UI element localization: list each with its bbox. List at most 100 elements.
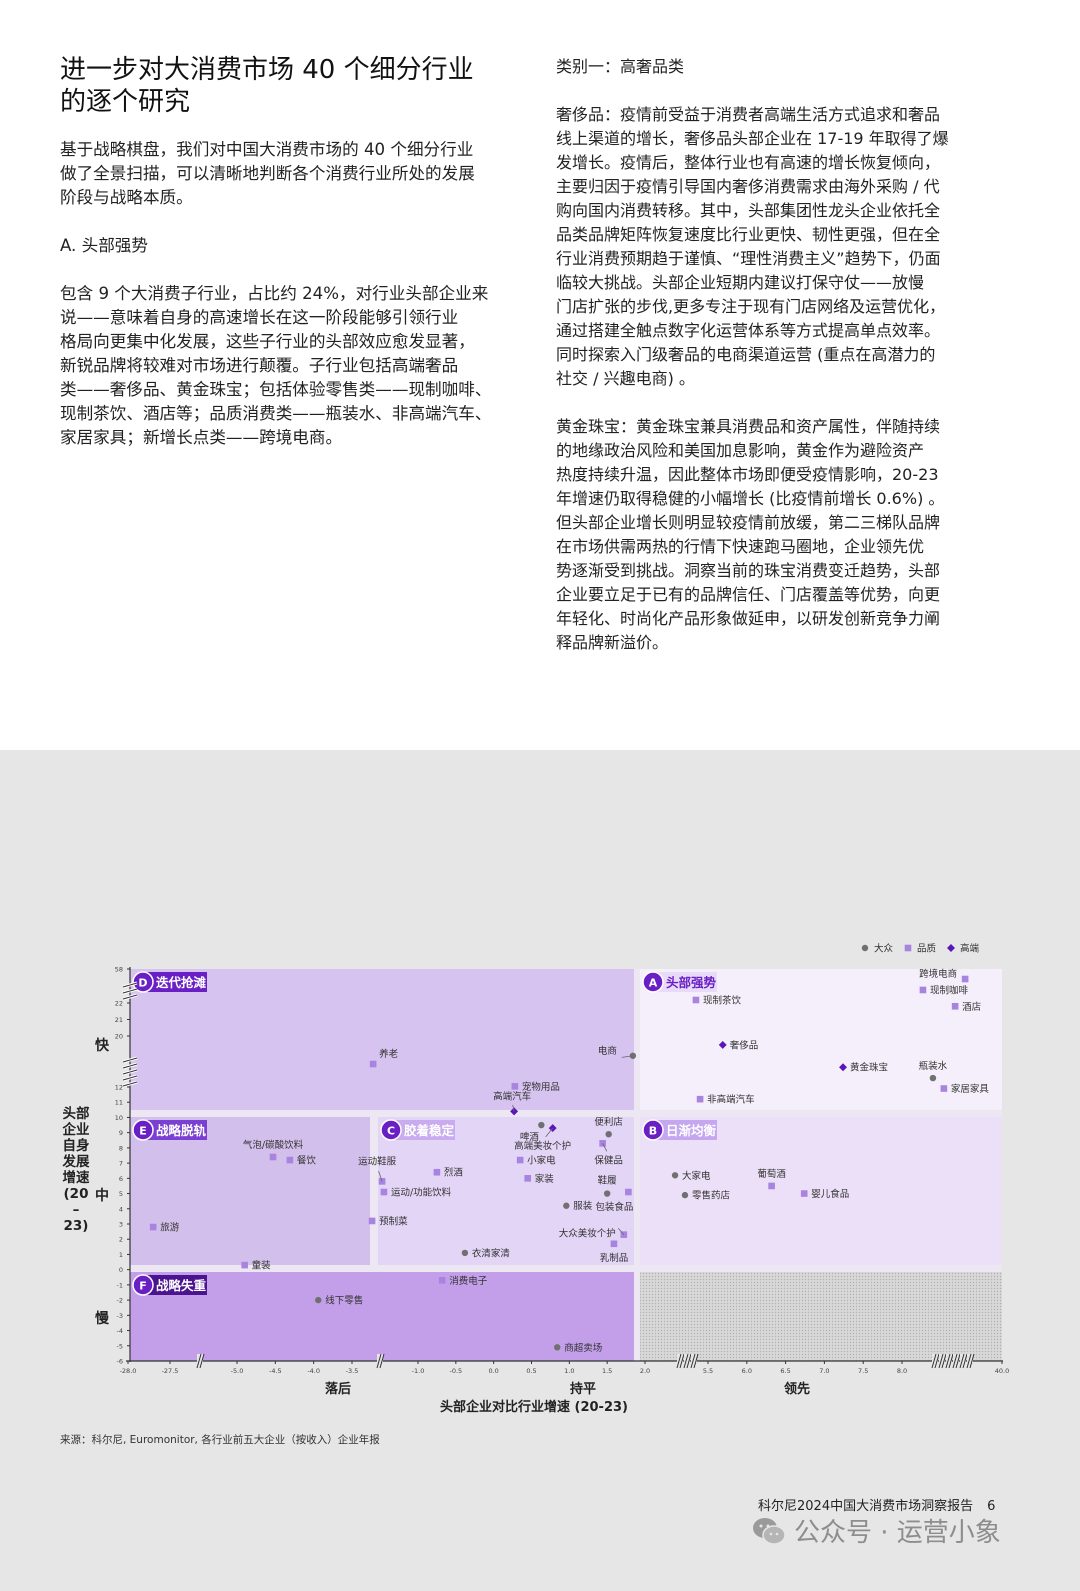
data-label: 高端汽车 [493,1090,531,1102]
intro-line: 做了全景扫描，可以清晰地判断各个消费行业所处的发展 [60,164,475,183]
badge-circle [642,971,664,993]
data-label: 家装 [535,1173,555,1185]
data-label: 黄金珠宝 [850,1062,888,1074]
y-tick-label: 12 [115,1084,123,1092]
x-tick-label: 1.5 [602,1367,612,1375]
gold-line: 但头部企业增长则明显较疫情前放缓，第二三梯队品牌 [556,513,941,532]
axis-break-mark [931,1353,937,1369]
page-title: 进一步对大消费市场 40 个细分行业 的逐个研究 [60,54,474,118]
x-tick-label: 2.0 [640,1367,650,1375]
x-tick-label: 40.0 [995,1367,1009,1375]
data-point [286,1156,294,1164]
data-label: 童装 [252,1260,272,1272]
x-tick-label: -3.5 [346,1367,359,1375]
data-label: 衣清家清 [472,1247,511,1259]
badge-label: 头部强势 [666,975,717,990]
gold-line: 在市场供需两热的行情下快速跑马圈地，企业领先优 [556,537,925,556]
gold-line: 年增速仍取得稳健的小幅增长 (比疫情前增长 0.6%) 。 [556,489,945,508]
axis-break-gap [197,1354,203,1368]
axis-break-mark [966,1353,972,1369]
axis-break-mark [122,1075,138,1081]
x-tick-label: 7.5 [858,1367,868,1375]
data-label: 包装食品 [595,1201,633,1213]
data-label: 服装 [573,1200,593,1212]
badge-label: 日渐均衡 [666,1123,717,1138]
data-point [951,1003,959,1010]
data-label: 预制菜 [379,1215,408,1227]
legend-label: 高端 [960,943,980,955]
badge-letter: F [139,1280,147,1293]
body-line: 家居家具；新增长点类——跨境电商。 [60,428,343,447]
y-tick-label: 21 [115,1016,123,1024]
gold-line: 黄金珠宝：黄金珠宝兼具消费品和资产属性，伴随持续 [556,417,941,436]
x-tick-label: -1.0 [412,1367,425,1375]
x-tick-label: -4.5 [269,1367,282,1375]
data-label: 现制茶饮 [703,994,742,1006]
luxury-line: 主要归因于疫情引导国内奢侈消费需求由海外采购 / 代 [556,177,940,196]
luxury-line: 奢侈品：疫情前受益于消费者高端生活方式追求和奢品 [556,105,941,124]
axis-break-mark [690,1353,696,1369]
badge-letter: D [138,977,147,990]
axis-break-mark [122,994,138,1000]
data-point [800,1190,808,1197]
axis-break-gap [960,1354,966,1368]
x-tick-label: -27.5 [162,1367,179,1375]
x-tick-label: 6.5 [780,1367,790,1375]
body-line: 新锐品牌将较难对市场进行颠覆。子行业包括高端奢品 [60,356,459,375]
y-axis-title-line: (20 [64,1186,89,1202]
quadrant-e [130,1117,370,1265]
data-point [919,986,927,994]
leader-line [617,1227,625,1235]
axis-break-gap [953,1354,959,1368]
data-label: 烈酒 [444,1168,464,1179]
data-label: 宠物用品 [522,1081,560,1093]
data-label: 酒店 [962,1001,981,1013]
data-label: 商超卖场 [564,1342,602,1354]
data-point [929,1074,937,1082]
gold-line: 的地缘政治风险和美国加息影响，黄金作为避险资产 [556,441,925,460]
data-label: 葡萄酒 [757,1168,786,1180]
axis-break-mark [122,982,138,988]
axis-break-mark [122,1063,138,1069]
data-label: 电商 [598,1045,617,1057]
y-axis-title-line: 23) [64,1218,89,1234]
luxury-line: 线上渠道的增长，奢侈品头部企业在 17-19 年取得了爆 [556,129,949,148]
quadrant-f [130,1272,634,1361]
legend-marker [861,944,869,952]
axis-break-gap [691,1354,697,1368]
legend-label: 品质 [917,943,937,955]
badge-background [141,1275,207,1295]
badge-background [141,972,207,992]
data-label: 现制咖啡 [930,984,969,996]
x-tick-label: 0.5 [526,1367,536,1375]
y-axis-title-line: 企业 [62,1121,90,1138]
data-label: 小家电 [527,1155,556,1167]
data-point [554,1344,561,1351]
data-label: 跨境电商 [919,968,957,980]
badge-circle [132,1274,154,1296]
axis-break-mark [945,1353,951,1369]
y-tick-label: 1 [119,1251,123,1259]
axis-break-mark [376,1353,382,1369]
data-point [269,1153,277,1161]
badge-background [651,1120,717,1140]
data-point [438,1277,446,1284]
data-label: 鞋履 [598,1175,618,1187]
x-tick-label: 1.0 [564,1367,574,1375]
source-note: 来源：科尔尼, Euromonitor, 各行业前五大企业（按收入）企业年报 [60,1434,380,1446]
y-zone-label: 慢 [95,1310,110,1327]
luxury-line: 行业消费预期趋于谨慎、“理性消费主义”趋势下，仍面 [556,249,941,268]
data-label: 线下零售 [325,1295,363,1307]
data-point [940,1085,948,1092]
x-tick-label: -4.0 [307,1367,320,1375]
x-zone-label: 落后 [325,1381,351,1397]
y-axis-title-line: 发展 [62,1153,90,1170]
luxury-line: 品类品牌矩阵恢复速度比行业更快、韧性更强，但在全 [556,225,941,244]
badge-circle [642,1119,664,1141]
y-tick-label: 10 [115,1114,123,1122]
y-tick-label: 7 [119,1160,123,1168]
axis-break-mark [948,1353,954,1369]
